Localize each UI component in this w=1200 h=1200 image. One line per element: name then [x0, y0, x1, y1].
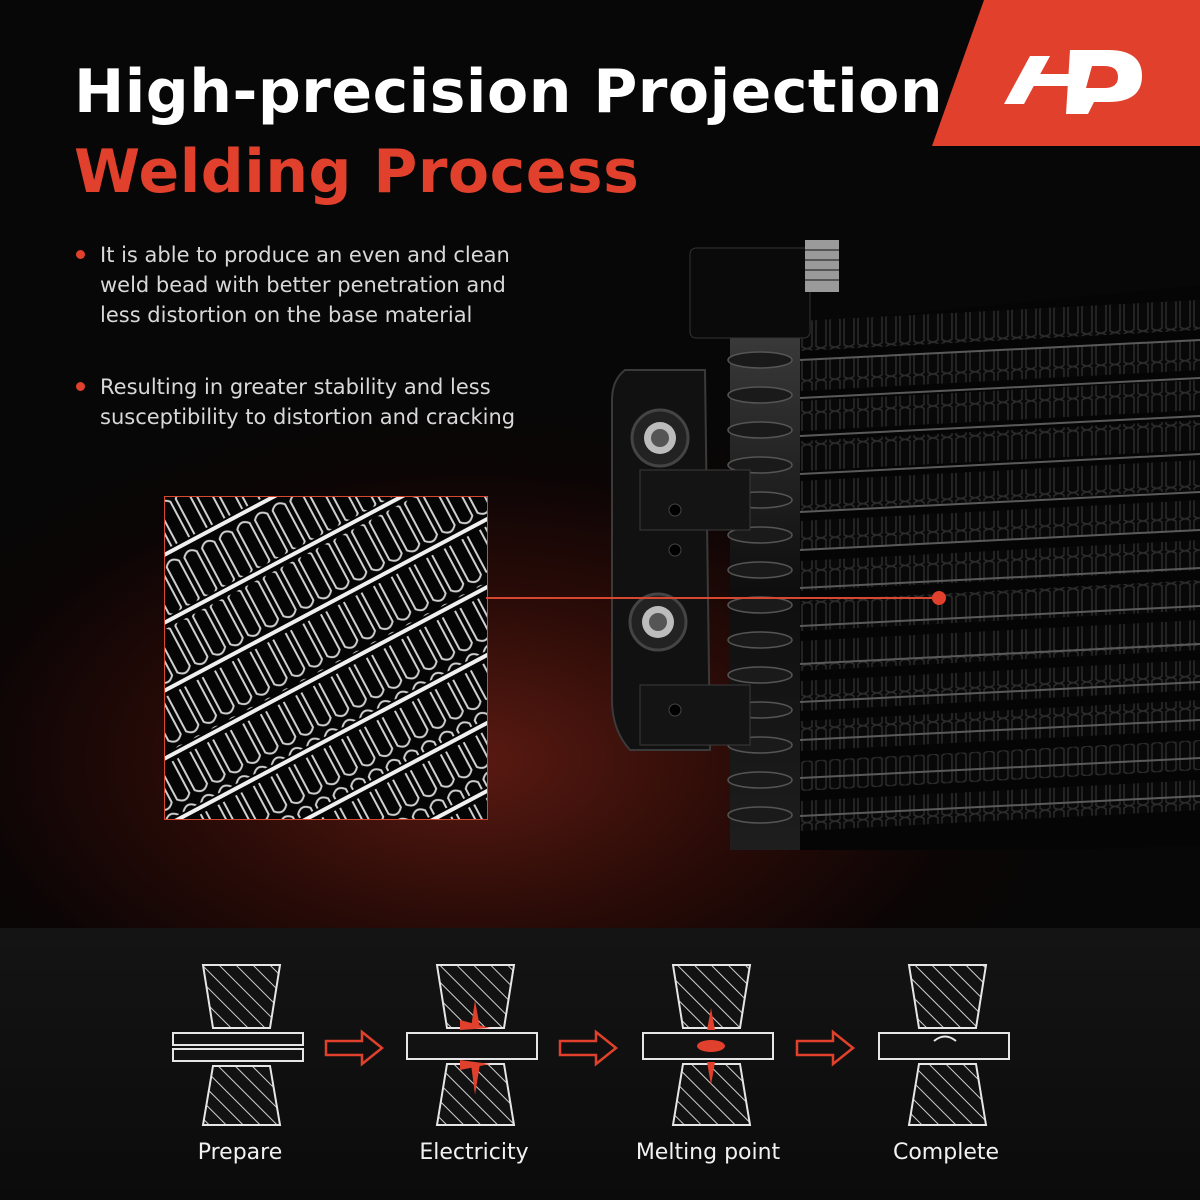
step-label-complete: Complete [892, 1140, 1000, 1165]
feature-list: It is able to produce an even and clean … [74, 240, 544, 474]
arrow-right-icon [795, 1029, 856, 1067]
oil-cooler-product-image [611, 240, 1200, 850]
callout-line [486, 597, 934, 599]
step-label-prepare: Prepare [197, 1140, 283, 1165]
feature-text: Resulting in greater stability and less … [100, 375, 516, 429]
fin-detail-zoom [164, 496, 488, 820]
bullet-dot-icon [76, 382, 85, 391]
process-steps-section [0, 928, 1200, 1200]
hero-section: High-precision Projection Welding Proces… [0, 0, 1200, 928]
page-title-line-1: High-precision Projection [74, 57, 944, 127]
logo-badge [932, 0, 1200, 146]
bullet-dot-icon [76, 250, 85, 259]
melting-point-diagram-icon [642, 964, 774, 1126]
feature-text: It is able to produce an even and clean … [100, 243, 510, 327]
process-diagrams [172, 964, 1010, 1126]
feature-item: It is able to produce an even and clean … [74, 240, 544, 330]
page-title-line-2: Welding Process [74, 137, 640, 207]
a-premium-logo-icon [1004, 50, 1142, 114]
step-label-electricity: Electricity [419, 1140, 529, 1165]
step-label-melting-point: Melting point [635, 1140, 781, 1165]
arrow-right-icon [324, 1029, 385, 1067]
prepare-diagram-icon [172, 964, 304, 1126]
electricity-diagram-icon [406, 964, 538, 1126]
complete-diagram-icon [878, 964, 1010, 1126]
fin-closeup-image [165, 497, 487, 819]
feature-item: Resulting in greater stability and less … [74, 372, 544, 432]
callout-dot [932, 591, 946, 605]
arrow-right-icon [558, 1029, 619, 1067]
